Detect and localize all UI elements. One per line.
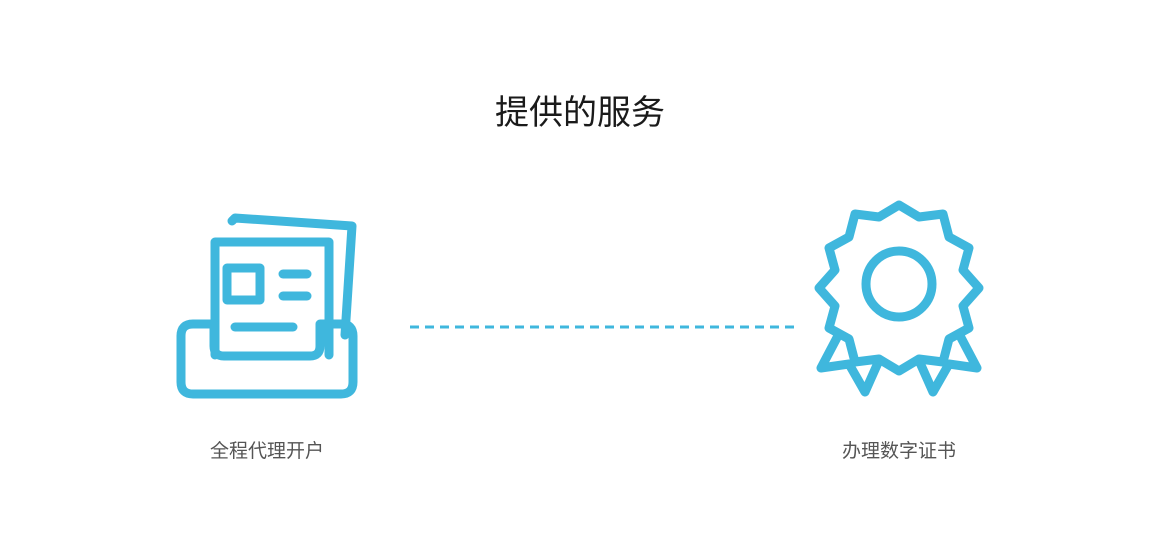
service-label: 全程代理开户 (209, 440, 324, 462)
service-digital-certificate: 办理数字证书 (779, 190, 1019, 480)
document-tray-icon (176, 213, 358, 399)
service-label: 办理数字证书 (841, 440, 956, 462)
dashed-connector (410, 325, 800, 329)
section-title: 提供的服务 (495, 92, 665, 133)
certificate-badge-icon (814, 200, 984, 397)
service-account-opening: 全程代理开户 (147, 190, 387, 480)
